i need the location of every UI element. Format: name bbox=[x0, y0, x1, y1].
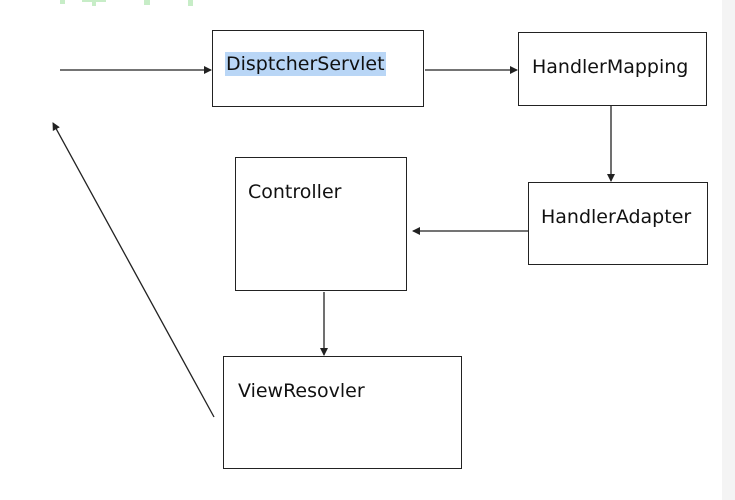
handler-adapter-box[interactable]: HandlerAdapter bbox=[528, 182, 708, 265]
scrollbar-gutter bbox=[722, 0, 735, 500]
handler-adapter-label: HandlerAdapter bbox=[541, 206, 692, 228]
handler-mapping-box[interactable]: HandlerMapping bbox=[518, 32, 707, 106]
edge-view-resolver-to-response bbox=[52, 122, 215, 418]
dispatcher-servlet-label: DisptcherServlet bbox=[225, 52, 386, 76]
handler-mapping-label: HandlerMapping bbox=[532, 56, 689, 78]
view-resolver-box[interactable]: ViewResovler bbox=[223, 356, 462, 469]
controller-box[interactable]: Controller bbox=[235, 157, 407, 291]
controller-label: Controller bbox=[248, 181, 342, 203]
watermark-logo bbox=[60, 0, 193, 6]
view-resolver-label: ViewResovler bbox=[238, 380, 365, 402]
dispatcher-servlet-box[interactable]: DisptcherServlet bbox=[212, 30, 424, 107]
